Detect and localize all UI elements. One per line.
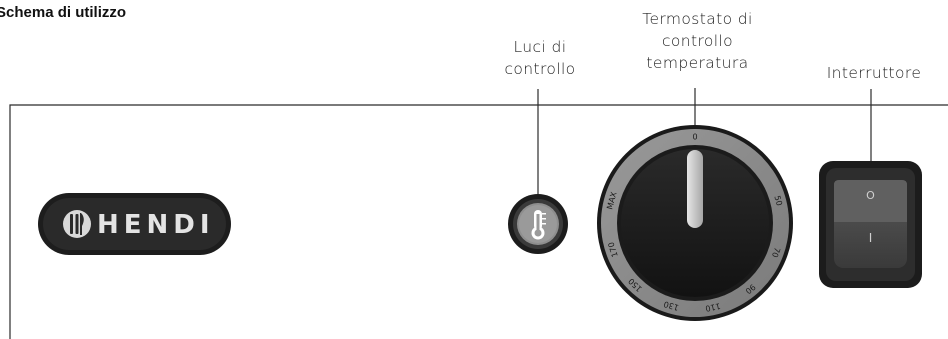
callout-line: temperatura bbox=[646, 54, 749, 72]
dial-scale-label: 70 bbox=[770, 246, 782, 259]
thermometer-icon bbox=[531, 210, 546, 240]
control-light bbox=[508, 194, 568, 254]
switch-off-symbol: O bbox=[866, 189, 875, 202]
knob-pointer bbox=[687, 150, 703, 228]
callout-line: Termostato di bbox=[642, 10, 753, 28]
callout-thermostat: Termostato di controllo temperatura bbox=[615, 8, 780, 74]
callout-line: Luci di bbox=[513, 38, 567, 56]
dial-scale-label: 0 bbox=[692, 133, 697, 142]
dial-scale-label: 50 bbox=[772, 195, 783, 207]
power-switch[interactable]: O I bbox=[819, 161, 922, 288]
page-title: Schema di utilizzo bbox=[0, 4, 127, 21]
callout-control-lights: Luci di controllo bbox=[485, 36, 595, 80]
callout-line: Interruttore bbox=[826, 64, 922, 82]
callout-line: controllo bbox=[504, 60, 576, 78]
cutlery-icon bbox=[63, 210, 91, 238]
hendi-logo: HENDI bbox=[38, 193, 231, 255]
dial-scale-label: 170 bbox=[607, 241, 620, 258]
brand-name: HENDI bbox=[97, 210, 215, 240]
dial-scale-label: 130 bbox=[663, 299, 680, 312]
callout-line: controllo bbox=[661, 32, 734, 50]
panel-outline bbox=[9, 104, 948, 339]
callout-switch: Interruttore bbox=[810, 62, 938, 84]
switch-on-symbol: I bbox=[869, 231, 873, 245]
dial-scale-label: 110 bbox=[704, 301, 721, 313]
